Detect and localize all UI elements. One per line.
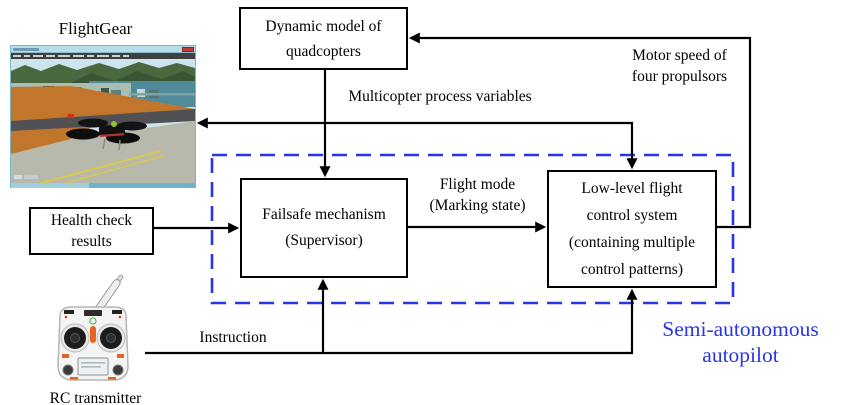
flight-mode-label: Flight mode (Marking state) [405,174,550,216]
box-text-line: Failsafe mechanism [262,206,386,223]
instruction-label: Instruction [199,329,267,346]
box-text-line: (Supervisor) [285,232,363,249]
label-line: four propulsors [631,68,728,85]
flightgear-label: FlightGear [58,19,133,38]
box-text-line: Dynamic model of [265,17,382,35]
label-line: Semi-autonomous [662,317,819,341]
box-text-line: quadcopters [286,42,361,60]
quadcopter-icon [66,118,147,151]
flightgear-window [10,45,196,188]
flightgear-menubar [11,53,195,59]
rc-transmitter-icon [57,274,129,381]
box-text-line: Health check [50,212,133,229]
box-text-line: (containing multiple [568,234,696,251]
motor-speed-label: Motor speed of four propulsors [612,45,747,87]
health-check-box: Health check results [29,207,154,255]
low-level-control-box: Low-level flight control system (contain… [547,170,717,288]
rc-transmitter-label: RC transmitter [49,390,142,405]
failsafe-mechanism-box: Failsafe mechanism (Supervisor) [240,178,408,278]
dynamic-model-box: Dynamic model of quadcopters [239,7,408,70]
arrow-instruction-to-lowlevel [145,288,638,355]
label-line: (Marking state) [429,197,526,214]
semi-autonomous-autopilot-label: Semi-autonomous autopilot [638,316,843,368]
box-text-line: control patterns) [580,261,683,278]
arrow-motor-speed-feedback [408,32,752,229]
flightgear-titlebar [11,46,195,53]
flightgear-bottombar [11,183,195,188]
box-text-line: Low-level flight [581,180,683,197]
label-line: Flight mode [439,176,516,193]
flightgear-scrollbar [89,183,195,188]
flightgear-scene [11,59,195,183]
box-text-line: control system [586,207,678,224]
arrow-process-variables [196,117,638,170]
label-line: autopilot [702,343,779,367]
window-close-icon [182,47,194,52]
box-text-line: results [71,233,112,250]
label-line: Motor speed of [632,47,727,64]
flightgear-title-text [13,48,39,51]
multicopter-process-variables-label: Multicopter process variables [348,88,532,105]
